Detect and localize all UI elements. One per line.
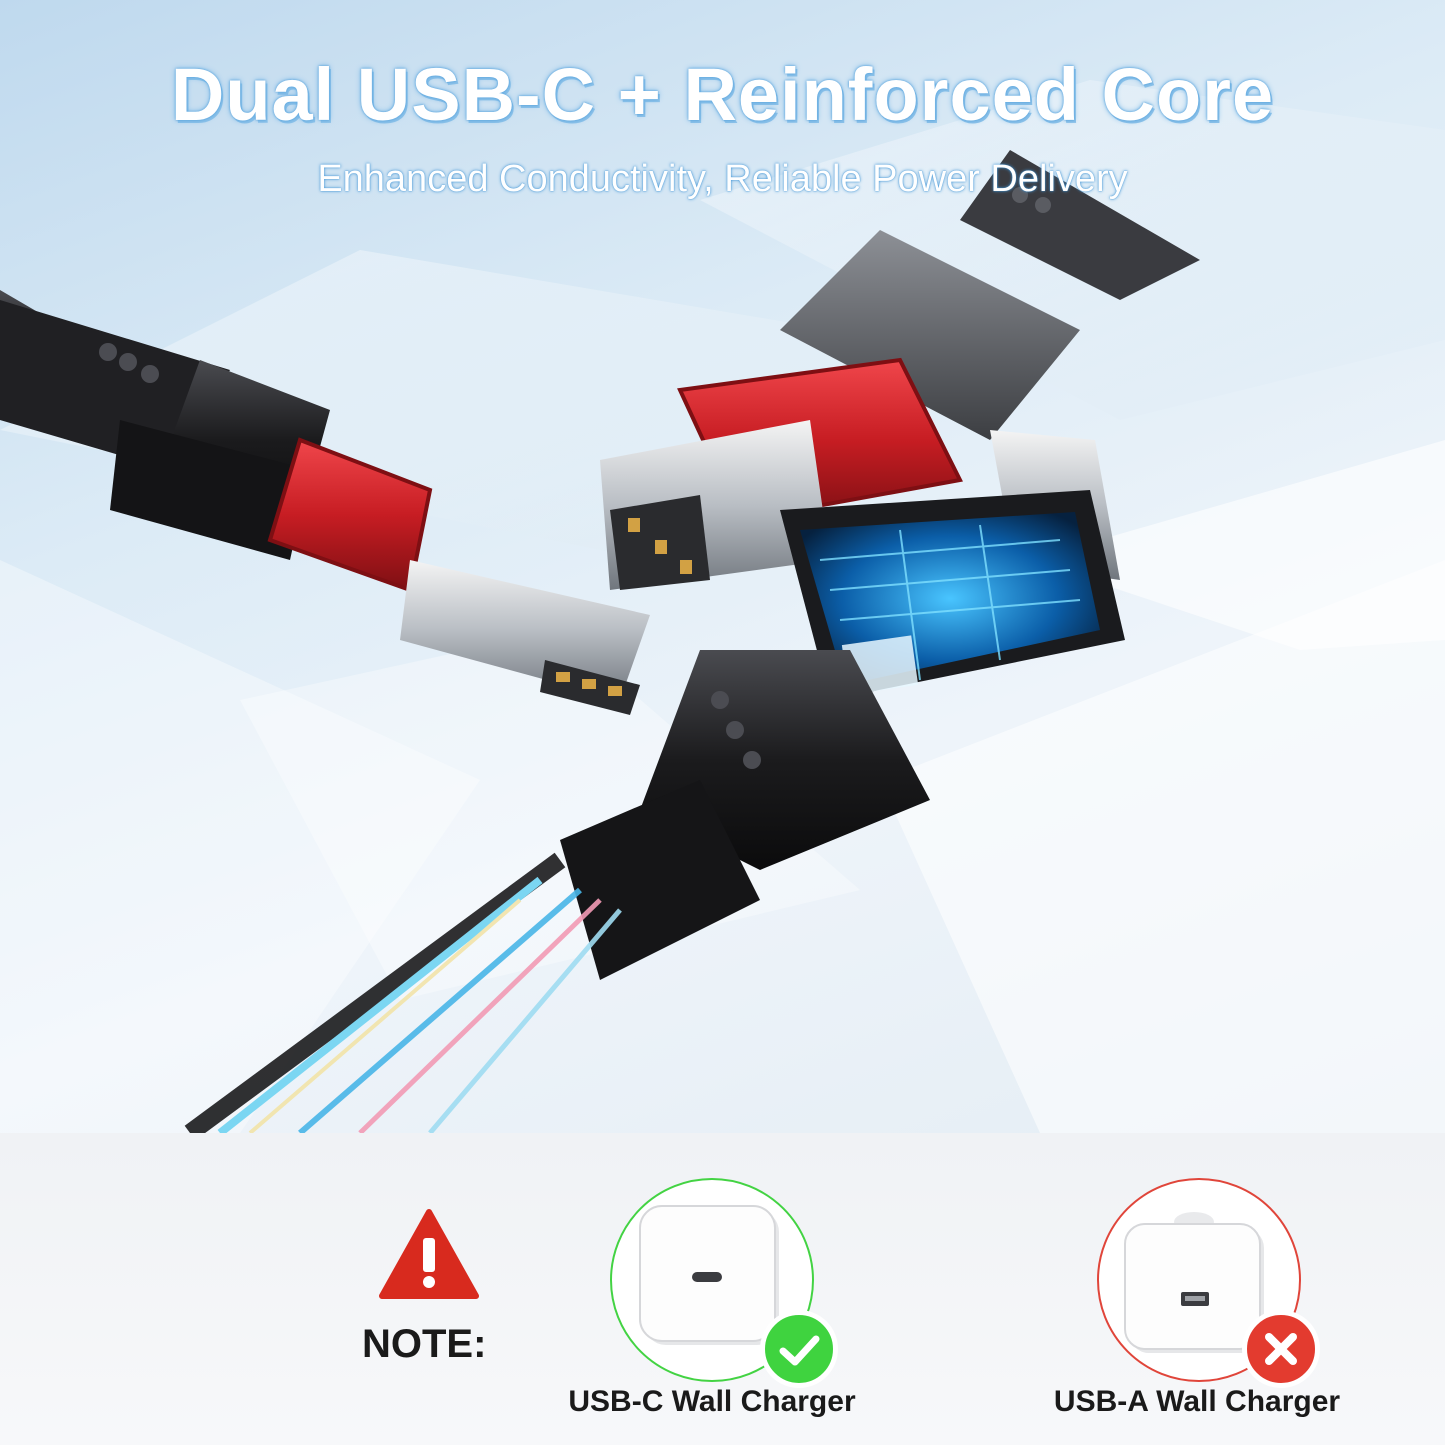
page-subtitle: Enhanced Conductivity, Reliable Power De… <box>317 158 1128 200</box>
usb-c-charger-icon <box>639 1205 779 1345</box>
note-label: NOTE: <box>362 1322 487 1366</box>
usb-a-charger-icon <box>1124 1212 1264 1353</box>
usb-a-charger-caption: USB-A Wall Charger <box>1053 1385 1341 1418</box>
usb-c-charger-caption: USB-C Wall Charger <box>568 1385 856 1418</box>
hero-banner: Dual USB-C + Reinforced Core Enhanced Co… <box>0 0 1445 1133</box>
check-icon <box>760 1310 838 1388</box>
x-icon <box>1242 1310 1320 1388</box>
cable-illustration <box>0 80 1445 1133</box>
page-title: Dual USB-C + Reinforced Core <box>170 53 1275 136</box>
warning-triangle-icon <box>379 1209 479 1299</box>
